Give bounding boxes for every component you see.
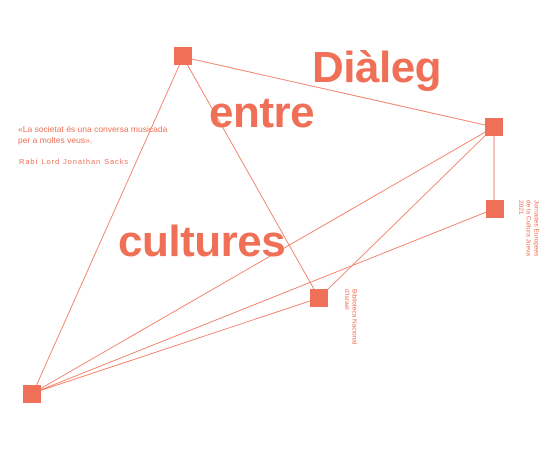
network-line [182,56,495,128]
venue-line-1: Biblioteca Nacional [350,289,358,345]
network-line [182,56,320,299]
network-line [318,126,495,299]
node-square-center [310,289,328,307]
network-line [32,126,495,394]
network-line [32,297,320,394]
quote-text: «La societat és una conversa musicada pe… [18,124,168,145]
node-square-top [174,47,192,65]
title-word-dialeg: Diàleg [312,43,442,92]
node-square-right-upper [485,118,503,136]
quote-author: Rabí Lord Jonathan Sacks [19,157,129,166]
event-line-3: 2021 [516,200,524,215]
event-label: Jornades Europees de la Cultura Jueva 20… [516,200,540,257]
title-word-cultures: cultures [118,217,286,266]
venue-line-2: d'Israel [342,289,350,310]
event-line-1: Jornades Europees [532,200,540,257]
title-word-entre: entre [209,88,315,137]
venue-label: Biblioteca Nacional d'Israel [342,289,358,344]
network-line [32,208,495,394]
event-line-2: de la Cultura Jueva [524,200,532,257]
node-square-right-lower [486,200,504,218]
node-square-bottom-left [23,385,41,403]
network-line [32,56,184,394]
